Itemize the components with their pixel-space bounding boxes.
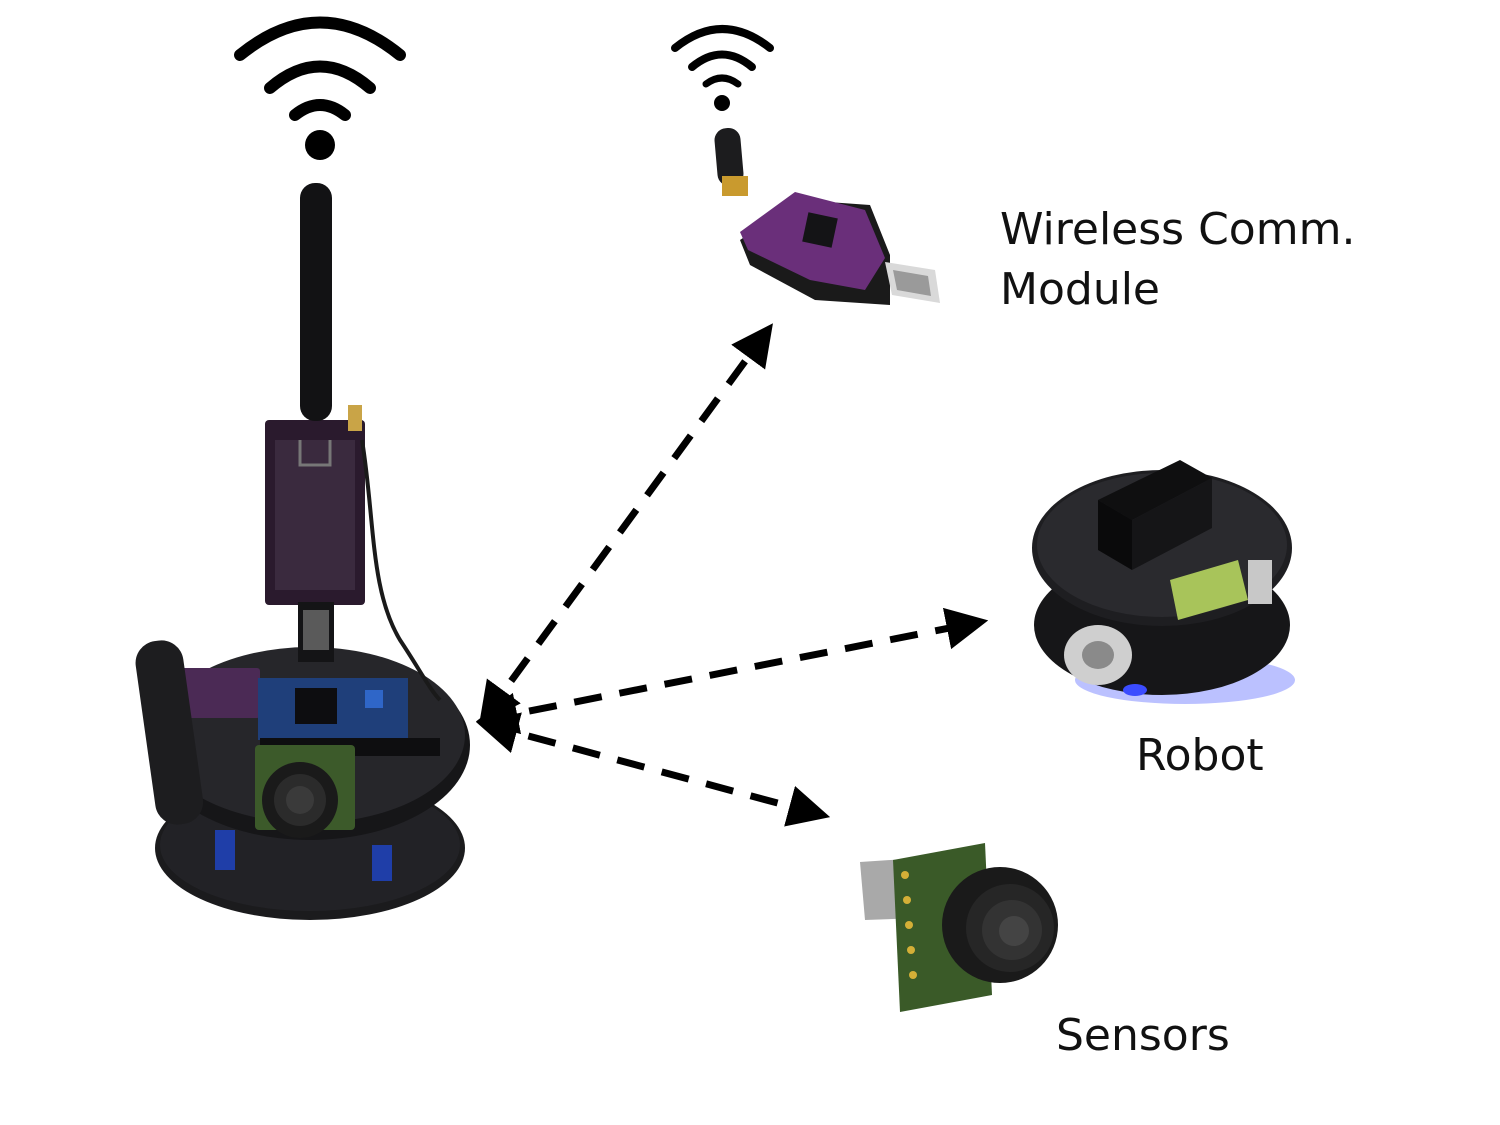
arrow-to-sensors — [475, 712, 831, 827]
wireless-module-image — [714, 127, 940, 305]
robot-image — [1032, 460, 1295, 704]
wifi-signal-icon-top — [671, 25, 774, 111]
robot-label: Robot — [1136, 730, 1264, 781]
base-station-image — [135, 183, 470, 920]
wifi-signal-icon-left — [234, 16, 406, 160]
arrow-to-robot — [475, 607, 989, 735]
wireless-module-label-line1: Wireless Comm. — [1000, 204, 1356, 255]
sensors-label: Sensors — [1056, 1010, 1230, 1061]
sensor-image — [860, 843, 1058, 1012]
wireless-module-label-line2: Module — [1000, 264, 1160, 315]
arrow-to-wireless-module — [479, 323, 773, 725]
